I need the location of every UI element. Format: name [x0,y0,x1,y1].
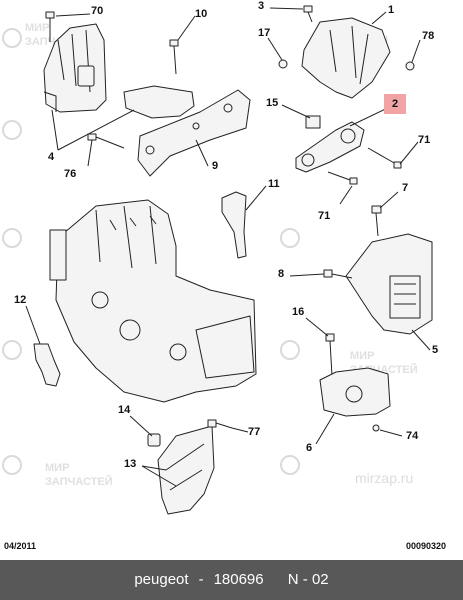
callout-13: 13 [124,458,137,470]
nut-part-78 [405,61,415,71]
footer-separator: - [198,571,204,588]
diagram-date: 04/2011 [4,541,37,551]
callout-70: 70 [91,5,104,17]
gearbox-mount-part-5 [345,233,433,335]
callout-8: 8 [278,268,285,280]
bolt-part-71 [327,147,402,185]
callout-71: 71 [318,210,331,222]
exploded-parts-diagram [2,5,433,515]
bolt-part-7 [371,205,382,237]
footer-bar: peugeot-180696 N - 02 [0,560,463,600]
diagram-doc-number: 00090320 [406,541,447,551]
callout-3: 3 [258,0,265,12]
bolt-part-70 [45,11,55,42]
callout-74: 74 [406,430,419,442]
bolt-part-76 [87,133,125,149]
torque-rod-part-2 [295,121,365,173]
bolt-part-3 [303,5,313,23]
footer-brand: peugeot [134,571,189,588]
heat-shield-part-13 [157,425,215,515]
pad-part-15 [305,115,321,129]
callout-78: 78 [422,30,435,42]
watermark-text: МИР [350,350,375,362]
callout-6: 6 [306,442,313,454]
callout-17: 17 [258,27,271,39]
callout-2-highlighted: 2 [384,94,406,114]
engine-mount-part-4 [43,23,107,113]
callout-15: 15 [266,97,279,109]
nut-part-74 [372,424,380,432]
watermark-text: МИР [45,462,70,474]
watermark-text: ЗАПЧАСТЕЙ [45,476,113,488]
bolt-part-16 [325,333,335,377]
callout-11: 11 [268,178,280,190]
callout-76: 76 [64,168,77,180]
callout-10: 10 [195,8,208,20]
bracket-part-12 [33,343,61,387]
callout-12: 12 [14,294,27,306]
callout-77: 77 [248,426,261,438]
watermark-site: mirzap.ru [355,470,414,486]
footer-part-number: 180696 [213,571,264,588]
clip-part-14 [147,433,161,447]
engine-block-illustration [49,199,257,403]
callout-71: 71 [418,134,431,146]
watermark-text: МИР [25,22,50,34]
bracket-part-11 [221,191,247,259]
leader-lines [25,7,431,487]
callout-4: 4 [48,151,55,163]
nut-part-17 [278,59,288,69]
bolt-part-10 [169,39,179,75]
lower-mount-part-6 [319,367,391,417]
callout-16: 16 [292,306,305,318]
bolt-part-77 [207,419,233,429]
bolt-part-8 [323,269,353,279]
callout-7: 7 [402,182,409,194]
footer-page: N - 02 [287,571,329,588]
bracket-part-9 [123,85,251,177]
callout-14: 14 [118,404,131,416]
bracket-part-1 [301,17,391,99]
callout-1: 1 [388,4,395,16]
callout-9: 9 [212,160,219,172]
callout-5: 5 [432,344,439,356]
